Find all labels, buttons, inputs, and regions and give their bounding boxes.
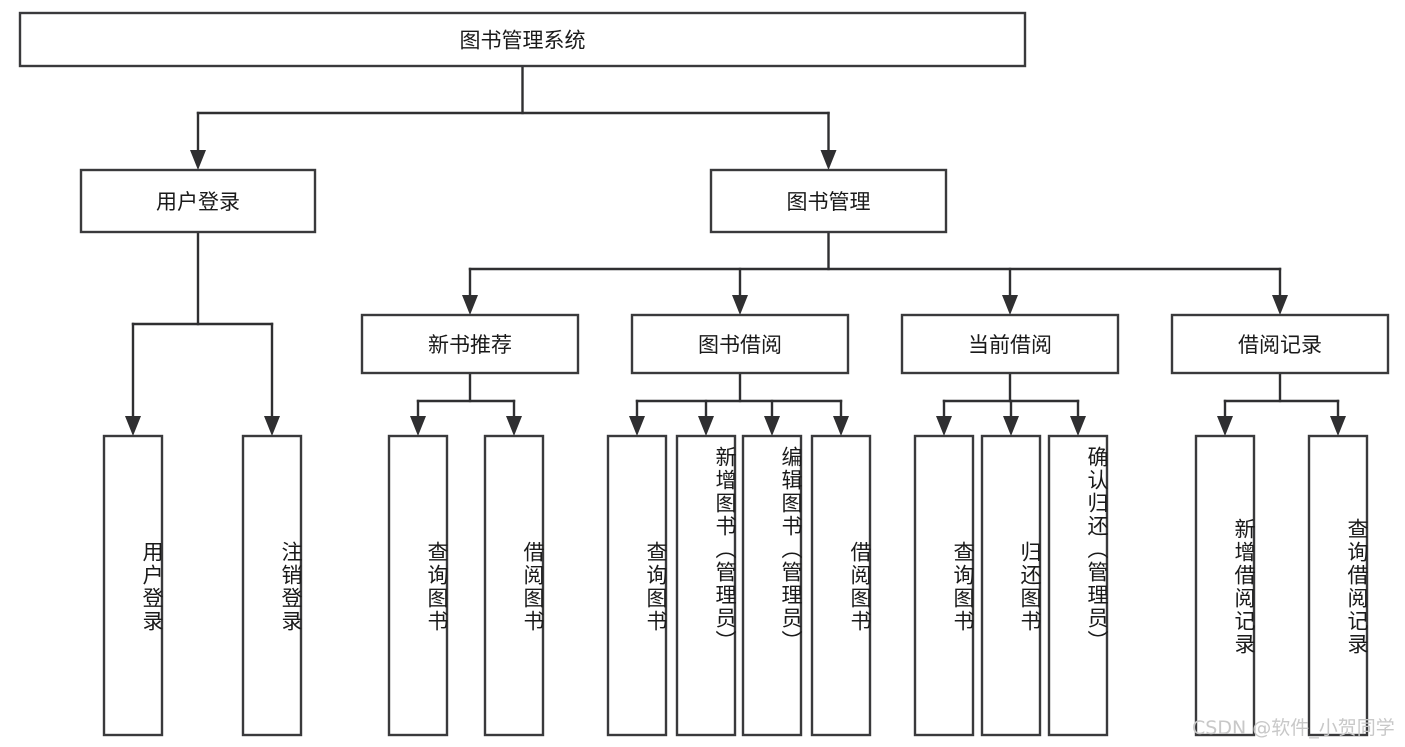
node-label-leaf-user-logout: 注销登录 (279, 540, 303, 633)
node-leaf-borrow-book-rec[interactable] (483, 434, 545, 737)
edges-layer (125, 64, 1346, 436)
node-leaf-add-record[interactable] (1194, 434, 1256, 737)
arrow-borrow-record-1 (1330, 416, 1346, 436)
arrow-book-manage-2 (1002, 295, 1018, 315)
arrow-current-borrow-1 (1003, 416, 1019, 436)
node-label-user-login: 用户登录 (156, 190, 240, 214)
arrow-book-borrow-1 (698, 416, 714, 436)
node-label-leaf-query-book: 查询图书 (644, 540, 668, 633)
node-leaf-edit-book[interactable] (741, 434, 803, 737)
node-label-leaf-user-login: 用户登录 (140, 540, 164, 633)
arrow-current-borrow-2 (1070, 416, 1086, 436)
node-leaf-query-record[interactable] (1307, 434, 1369, 737)
arrow-current-borrow-0 (936, 416, 952, 436)
arrow-user-login-0 (125, 416, 141, 436)
node-label-leaf-return-book: 归还图书 (1018, 540, 1042, 633)
arrow-book-borrow-2 (764, 416, 780, 436)
node-borrow-record[interactable]: 借阅记录 (1170, 313, 1390, 375)
arrow-new-book-rec-0 (410, 416, 426, 436)
arrow-book-manage-3 (1272, 295, 1288, 315)
arrow-user-login-1 (264, 416, 280, 436)
node-leaf-query-book[interactable] (606, 434, 668, 737)
node-user-login[interactable]: 用户登录 (79, 168, 317, 234)
node-label-leaf-borrow-book: 借阅图书 (848, 540, 872, 633)
node-label-leaf-add-book: 新增图书（管理员） (713, 446, 737, 653)
node-label-borrow-record: 借阅记录 (1238, 333, 1322, 357)
node-leaf-borrow-book[interactable] (810, 434, 872, 737)
node-leaf-confirm-return[interactable] (1047, 434, 1109, 737)
node-label-current-borrow: 当前借阅 (968, 333, 1052, 357)
node-label-leaf-query-book-cur: 查询图书 (951, 540, 975, 633)
node-label-book-borrow: 图书借阅 (698, 333, 782, 357)
node-label-leaf-edit-book: 编辑图书（管理员） (779, 446, 803, 653)
arrow-book-borrow-3 (833, 416, 849, 436)
node-book-borrow[interactable]: 图书借阅 (630, 313, 850, 375)
node-root[interactable]: 图书管理系统 (18, 11, 1027, 68)
arrow-book-manage-0 (462, 295, 478, 315)
arrow-book-manage-1 (732, 295, 748, 315)
node-label-root: 图书管理系统 (460, 29, 586, 53)
node-leaf-return-book[interactable] (980, 434, 1042, 737)
arrow-root-1 (820, 150, 837, 170)
node-book-manage[interactable]: 图书管理 (709, 168, 948, 234)
node-label-leaf-query-book-rec: 查询图书 (425, 540, 449, 633)
node-label-new-book-rec: 新书推荐 (428, 333, 512, 357)
node-leaf-user-login[interactable] (102, 434, 164, 737)
node-leaf-user-logout[interactable] (241, 434, 303, 737)
node-leaf-add-book[interactable] (675, 434, 737, 737)
node-label-leaf-query-record: 查询借阅记录 (1345, 517, 1369, 656)
node-label-leaf-add-record: 新增借阅记录 (1232, 517, 1256, 656)
arrow-borrow-record-0 (1217, 416, 1233, 436)
arrow-new-book-rec-1 (506, 416, 522, 436)
arrow-root-0 (190, 150, 206, 170)
node-label-leaf-borrow-book-rec: 借阅图书 (521, 540, 545, 633)
node-new-book-rec[interactable]: 新书推荐 (360, 313, 580, 375)
node-current-borrow[interactable]: 当前借阅 (900, 313, 1120, 375)
arrow-book-borrow-0 (629, 416, 645, 436)
node-label-leaf-confirm-return: 确认归还（管理员） (1085, 446, 1109, 653)
node-leaf-query-book-rec[interactable] (387, 434, 449, 737)
node-label-book-manage: 图书管理 (787, 190, 871, 214)
node-leaf-query-book-cur[interactable] (913, 434, 975, 737)
